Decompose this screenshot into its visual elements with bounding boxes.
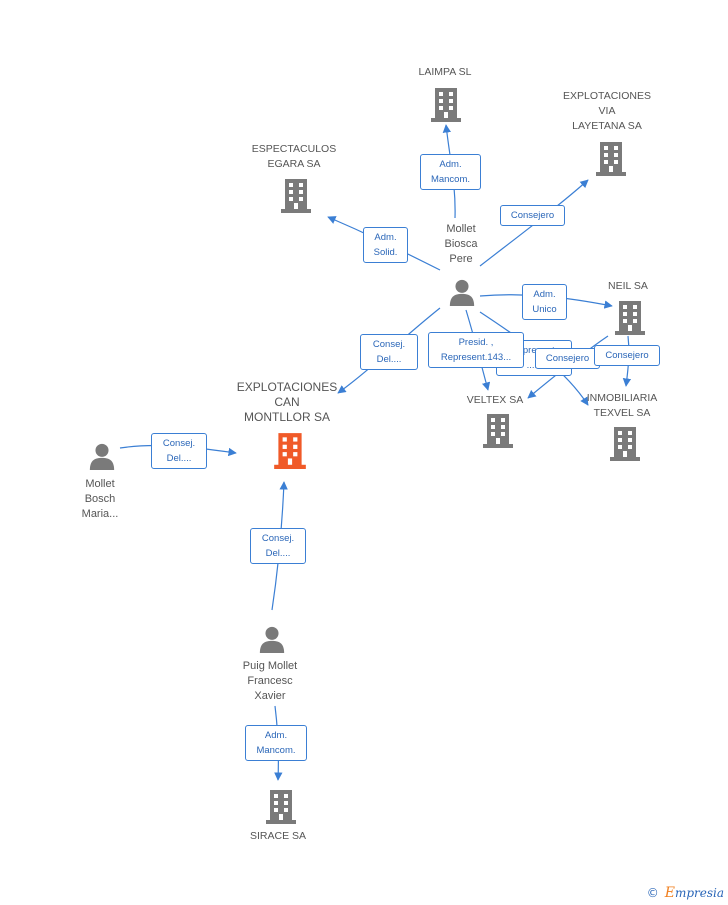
person-icon: [449, 279, 475, 306]
building-icon: [615, 301, 645, 335]
building-icon: [610, 427, 640, 461]
relation-box-neil-texvel[interactable]: Consejero: [594, 345, 660, 366]
relation-box-pere-veltex[interactable]: Presid. , Represent.143...: [428, 332, 524, 368]
building-icon: [483, 414, 513, 448]
person-icon: [89, 443, 115, 470]
copyright-icon: ©: [646, 886, 659, 900]
relation-box-puig-sirace[interactable]: Adm. Mancom.: [245, 725, 307, 761]
relation-box-pere-neil[interactable]: Adm. Unico: [522, 284, 567, 320]
node-mollet-pere-label[interactable]: Mollet Biosca Pere: [444, 223, 478, 265]
node-neil-label[interactable]: NEIL SA: [608, 280, 648, 292]
focus-building-icon: [274, 433, 306, 469]
node-espectaculos-label[interactable]: ESPECTACULOS EGARA SA: [251, 143, 337, 170]
relation-box-neil-veltex[interactable]: Consejero: [535, 348, 600, 369]
node-texvel-label[interactable]: INMOBILIARIA TEXVEL SA: [586, 392, 658, 419]
node-laimpa-label[interactable]: LAIMPA SL: [418, 66, 472, 78]
node-mollet-maria-label[interactable]: Mollet Bosch Maria...: [81, 478, 119, 520]
node-puig-mollet-label[interactable]: Puig Mollet Francesc Xavier: [242, 660, 298, 702]
brand-name: mpresia: [674, 886, 724, 900]
relation-box-pere-montllor[interactable]: Consej. Del....: [360, 334, 418, 370]
node-can-montllor-label[interactable]: EXPLOTACIONES CAN MONTLLOR SA: [236, 380, 338, 424]
empresia-brand[interactable]: © Empresia: [647, 885, 724, 901]
building-icon: [281, 179, 311, 213]
node-via-layetana-label[interactable]: EXPLOTACIONES VIA LAYETANA SA: [563, 90, 651, 132]
brand-initial: E: [664, 885, 675, 901]
relation-box-pere-espectaculos[interactable]: Adm. Solid.: [363, 227, 408, 263]
node-veltex-label[interactable]: VELTEX SA: [466, 394, 524, 406]
relation-box-pere-laimpa[interactable]: Adm. Mancom.: [420, 154, 481, 190]
building-icon: [431, 88, 461, 122]
building-icon: [596, 142, 626, 176]
person-icon: [259, 626, 285, 653]
node-sirace-label[interactable]: SIRACE SA: [249, 830, 307, 842]
building-icon: [266, 790, 296, 824]
relation-box-maria-montllor[interactable]: Consej. Del....: [151, 433, 207, 469]
relation-box-puig-montllor[interactable]: Consej. Del....: [250, 528, 306, 564]
relation-box-pere-layetana[interactable]: Consejero: [500, 205, 565, 226]
